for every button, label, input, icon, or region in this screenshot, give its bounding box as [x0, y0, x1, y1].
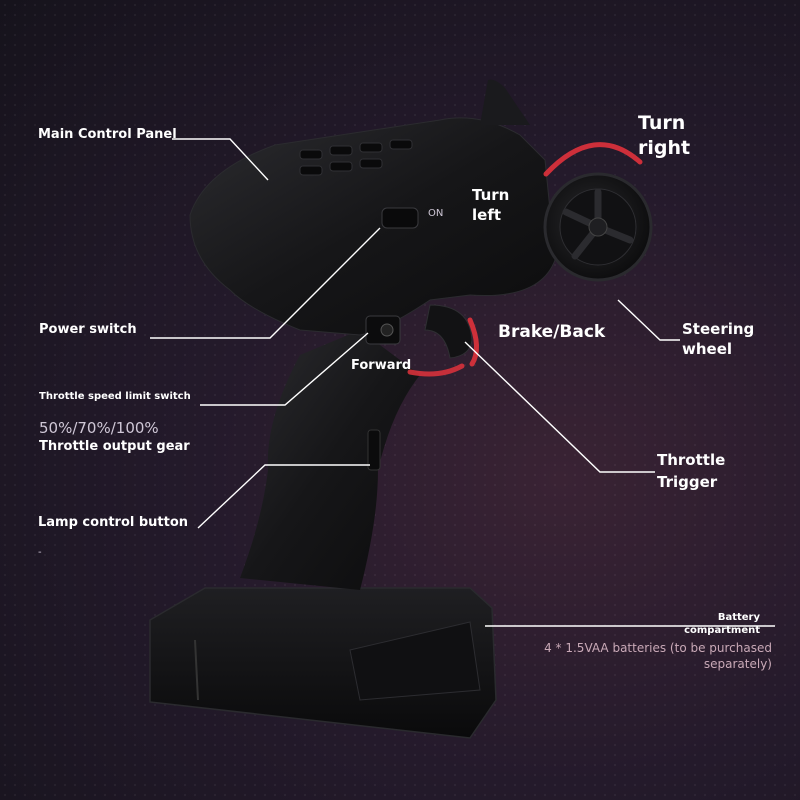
- callout-steering: [617, 299, 680, 341]
- label-brake-back: Brake/Back: [498, 322, 606, 342]
- label-battery-note-line1: 4 * 1.5VAA batteries (to be purchased: [544, 641, 772, 655]
- label-battery-note-line2: separately): [703, 657, 772, 671]
- label-throttle-trigger-line1: Throttle: [657, 451, 726, 469]
- label-turn-right-line1: Turn: [638, 112, 686, 134]
- label-turn-left-line2: left: [472, 206, 502, 224]
- callout-main-panel: [172, 138, 269, 181]
- label-main-control-panel: Main Control Panel: [38, 127, 177, 142]
- label-steering-wheel-line2: wheel: [682, 340, 733, 358]
- brake-arc: [467, 317, 479, 367]
- label-battery-line2: compartment: [684, 625, 760, 636]
- label-steering-wheel-line1: Steering: [682, 320, 755, 338]
- callout-throttle-trigger: [464, 341, 655, 473]
- power-switch-slot: [381, 207, 419, 229]
- label-throttle-output-gear: Throttle output gear: [39, 439, 190, 454]
- label-dash: -: [38, 547, 42, 558]
- label-throttle-trigger-line2: Trigger: [657, 473, 718, 491]
- antenna: [480, 79, 530, 125]
- label-turn-right-line2: right: [638, 137, 691, 159]
- forward-arc: [407, 363, 465, 377]
- callout-power-switch: [150, 227, 381, 339]
- battery-base: [149, 587, 497, 739]
- callout-speed-limit: [200, 332, 369, 406]
- control-panel-buttons: [299, 139, 413, 176]
- label-battery-line1: Battery: [717, 612, 760, 623]
- callout-lamp-button: [197, 464, 370, 529]
- throttle-trigger: [424, 304, 473, 359]
- label-lamp-control-button: Lamp control button: [38, 515, 189, 530]
- label-turn-left-line1: Turn: [472, 186, 510, 204]
- switch-on-marking: ON: [428, 208, 444, 219]
- grip: [240, 330, 420, 590]
- label-power-switch: Power switch: [39, 322, 137, 337]
- turn-right-arc: [543, 142, 643, 177]
- label-throttle-speed-limit-switch: Throttle speed limit switch: [39, 391, 191, 402]
- transmitter-body: [189, 117, 556, 336]
- label-forward: Forward: [351, 358, 412, 373]
- label-gear-values: 50%/70%/100%: [39, 419, 159, 437]
